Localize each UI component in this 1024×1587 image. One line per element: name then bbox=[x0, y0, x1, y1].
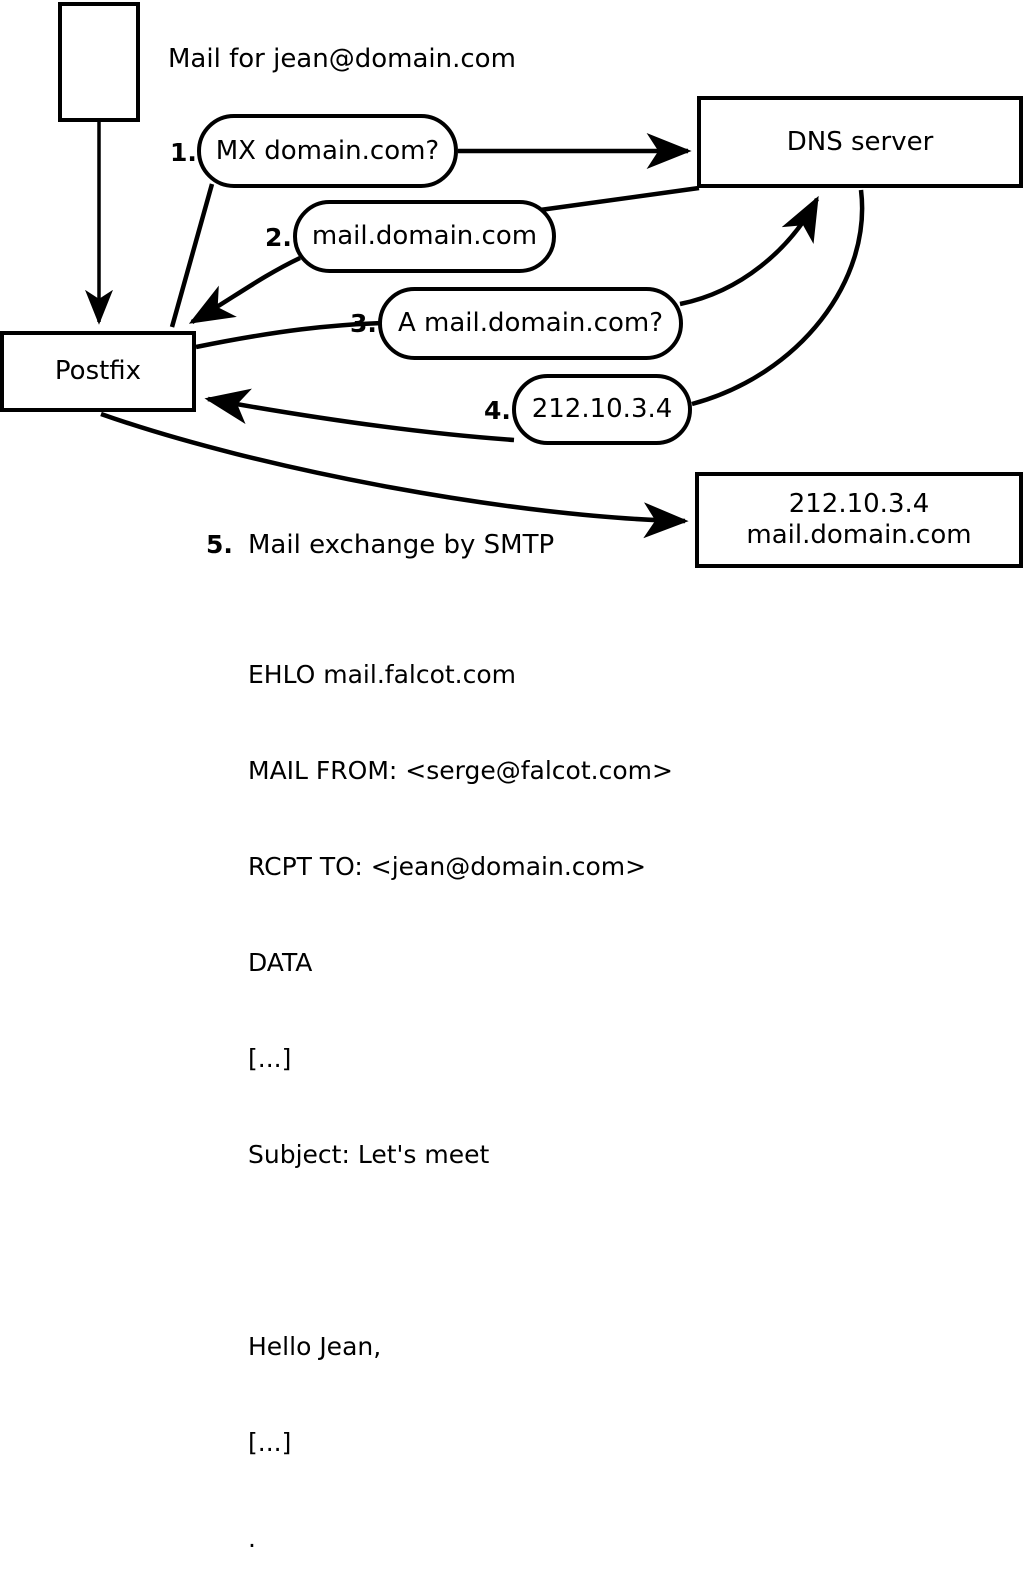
smtp-transcript: EHLO mail.falcot.com MAIL FROM: <serge@f… bbox=[248, 595, 673, 1587]
transcript-line: MAIL FROM: <serge@falcot.com> bbox=[248, 756, 673, 785]
postfix-label: Postfix bbox=[54, 356, 142, 386]
step-3-number: 3. bbox=[350, 309, 377, 338]
step-2-number: 2. bbox=[265, 223, 292, 252]
source-box[interactable] bbox=[58, 2, 140, 122]
transcript-line: . bbox=[248, 1524, 256, 1553]
transcript-line: Hello Jean, bbox=[248, 1332, 382, 1361]
connector-step3-to-dns bbox=[679, 195, 819, 307]
step-4-pill[interactable]: 212.10.3.4 bbox=[512, 374, 692, 445]
step-1-label: MX domain.com? bbox=[215, 135, 440, 166]
transcript-line: DATA bbox=[248, 948, 313, 977]
connector-step2-to-postfix bbox=[188, 255, 301, 324]
transcript-line: Subject: Let's meet bbox=[248, 1140, 490, 1169]
page-title: Mail for jean@domain.com bbox=[168, 44, 516, 74]
transcript-line: RCPT TO: <jean@domain.com> bbox=[248, 852, 647, 881]
mail-server-box[interactable]: 212.10.3.4 mail.domain.com bbox=[695, 472, 1023, 568]
step-1-pill[interactable]: MX domain.com? bbox=[197, 114, 458, 188]
step-5-label: Mail exchange by SMTP bbox=[248, 530, 555, 560]
transcript-line: [...] bbox=[248, 1428, 292, 1457]
transcript-line-blank bbox=[248, 1235, 673, 1267]
transcript-line: [...] bbox=[248, 1044, 292, 1073]
connector-postfix-to-mailserver bbox=[100, 411, 689, 539]
dns-server-label: DNS server bbox=[786, 126, 934, 157]
connector-dns-to-step4 bbox=[691, 189, 865, 407]
diagram-connectors bbox=[85, 120, 865, 539]
step-3-pill[interactable]: A mail.domain.com? bbox=[378, 287, 683, 360]
connector-postfix-to-step3 bbox=[195, 320, 383, 350]
transcript-line: EHLO mail.falcot.com bbox=[248, 660, 517, 689]
postfix-box[interactable]: Postfix bbox=[0, 331, 196, 412]
mail-server-hostname: mail.domain.com bbox=[746, 520, 972, 550]
mail-server-ip: 212.10.3.4 bbox=[788, 489, 930, 519]
step-4-number: 4. bbox=[484, 396, 511, 425]
step-4-label: 212.10.3.4 bbox=[531, 394, 673, 424]
step-2-label: mail.domain.com bbox=[311, 221, 538, 251]
step-1-number: 1. bbox=[170, 138, 197, 167]
step-2-pill[interactable]: mail.domain.com bbox=[293, 200, 556, 273]
step-3-label: A mail.domain.com? bbox=[398, 308, 663, 338]
connector-dns-to-step2 bbox=[539, 185, 700, 213]
connector-postfix-to-step1 bbox=[169, 183, 215, 328]
step-5-number: 5. bbox=[206, 530, 233, 559]
connector-step4-to-postfix bbox=[204, 388, 515, 443]
dns-server-box[interactable]: DNS server bbox=[697, 96, 1023, 188]
